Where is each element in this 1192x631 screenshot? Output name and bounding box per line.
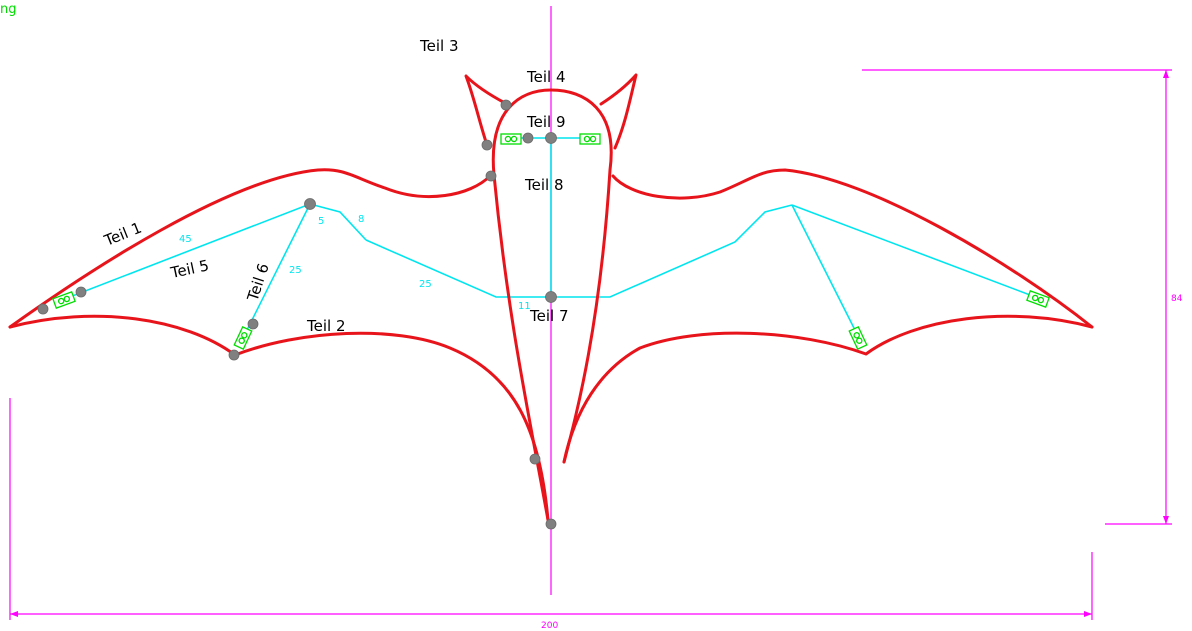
joints bbox=[37, 99, 557, 530]
width-dimension-label: 200 bbox=[541, 621, 558, 631]
joint-left-spar-end bbox=[75, 286, 87, 298]
spar-length-short-top: 5 bbox=[318, 216, 324, 227]
joint-head-left bbox=[522, 132, 534, 144]
joint-ear-left-lower bbox=[481, 139, 493, 151]
height-dimension-label: 84 bbox=[1171, 294, 1183, 304]
left-short-spar bbox=[309, 203, 367, 241]
right-ear bbox=[599, 73, 638, 150]
left-wing-leading-edge bbox=[8, 168, 492, 329]
left-ear bbox=[464, 74, 507, 150]
kite-outline bbox=[8, 73, 1094, 522]
label-teil-9: Teil 9 bbox=[526, 113, 566, 131]
spar-length-center: 11 bbox=[518, 301, 531, 312]
fitting-head-left bbox=[500, 133, 522, 145]
corner-label: ng bbox=[0, 2, 17, 17]
label-teil-2: Teil 2 bbox=[306, 317, 346, 335]
part-labels: Teil 1 Teil 2 Teil 3 Teil 4 Teil 5 Teil … bbox=[101, 37, 569, 335]
label-teil-7: Teil 7 bbox=[529, 307, 569, 325]
left-upper-spar bbox=[61, 203, 311, 301]
joint-body-lower bbox=[529, 453, 541, 465]
joint-left-apex bbox=[304, 198, 316, 210]
right-diagonal-spar bbox=[791, 204, 859, 337]
label-teil-5: Teil 5 bbox=[168, 256, 210, 282]
label-teil-3: Teil 3 bbox=[419, 37, 459, 55]
spar-length-short-right: 8 bbox=[358, 214, 364, 225]
label-teil-4: Teil 4 bbox=[526, 68, 566, 86]
left-lower-spar bbox=[365, 239, 551, 298]
label-teil-6: Teil 6 bbox=[243, 261, 272, 304]
fitting-left-diagonal bbox=[233, 325, 253, 351]
spar-length-labels: 45 5 8 25 25 11 bbox=[179, 214, 531, 312]
right-lower-spar bbox=[551, 204, 793, 298]
joint-left-tip bbox=[37, 303, 49, 315]
right-upper-spar bbox=[791, 204, 1039, 299]
fitting-right-diagonal bbox=[848, 325, 868, 351]
spar-length-upper: 45 bbox=[179, 234, 192, 245]
spar-length-lower: 25 bbox=[419, 279, 432, 290]
dimension-arrows bbox=[10, 70, 1169, 617]
joint-left-trailing bbox=[228, 349, 240, 361]
label-teil-1: Teil 1 bbox=[101, 219, 144, 250]
fitting-left-wingtip bbox=[52, 291, 76, 309]
joint-left-diagonal-end bbox=[247, 318, 259, 330]
left-diagonal-spar bbox=[241, 203, 311, 341]
spar-length-diagonal: 25 bbox=[289, 265, 302, 276]
body-outline bbox=[491, 88, 613, 522]
fitting-head-right bbox=[579, 133, 601, 145]
joint-neck bbox=[485, 170, 497, 182]
fittings bbox=[52, 133, 1050, 351]
left-wing-trailing-edge bbox=[8, 314, 550, 522]
label-teil-8: Teil 8 bbox=[524, 176, 564, 194]
joint-head-center bbox=[545, 132, 557, 144]
dimension-lines bbox=[9, 6, 1172, 620]
right-wing-trailing-edge bbox=[562, 314, 1094, 464]
joint-ear-base bbox=[500, 99, 512, 111]
fitting-right-wingtip bbox=[1026, 290, 1050, 308]
joint-spine-center bbox=[545, 291, 557, 303]
right-wing-leading-edge bbox=[611, 168, 1094, 329]
joint-tail bbox=[545, 518, 557, 530]
